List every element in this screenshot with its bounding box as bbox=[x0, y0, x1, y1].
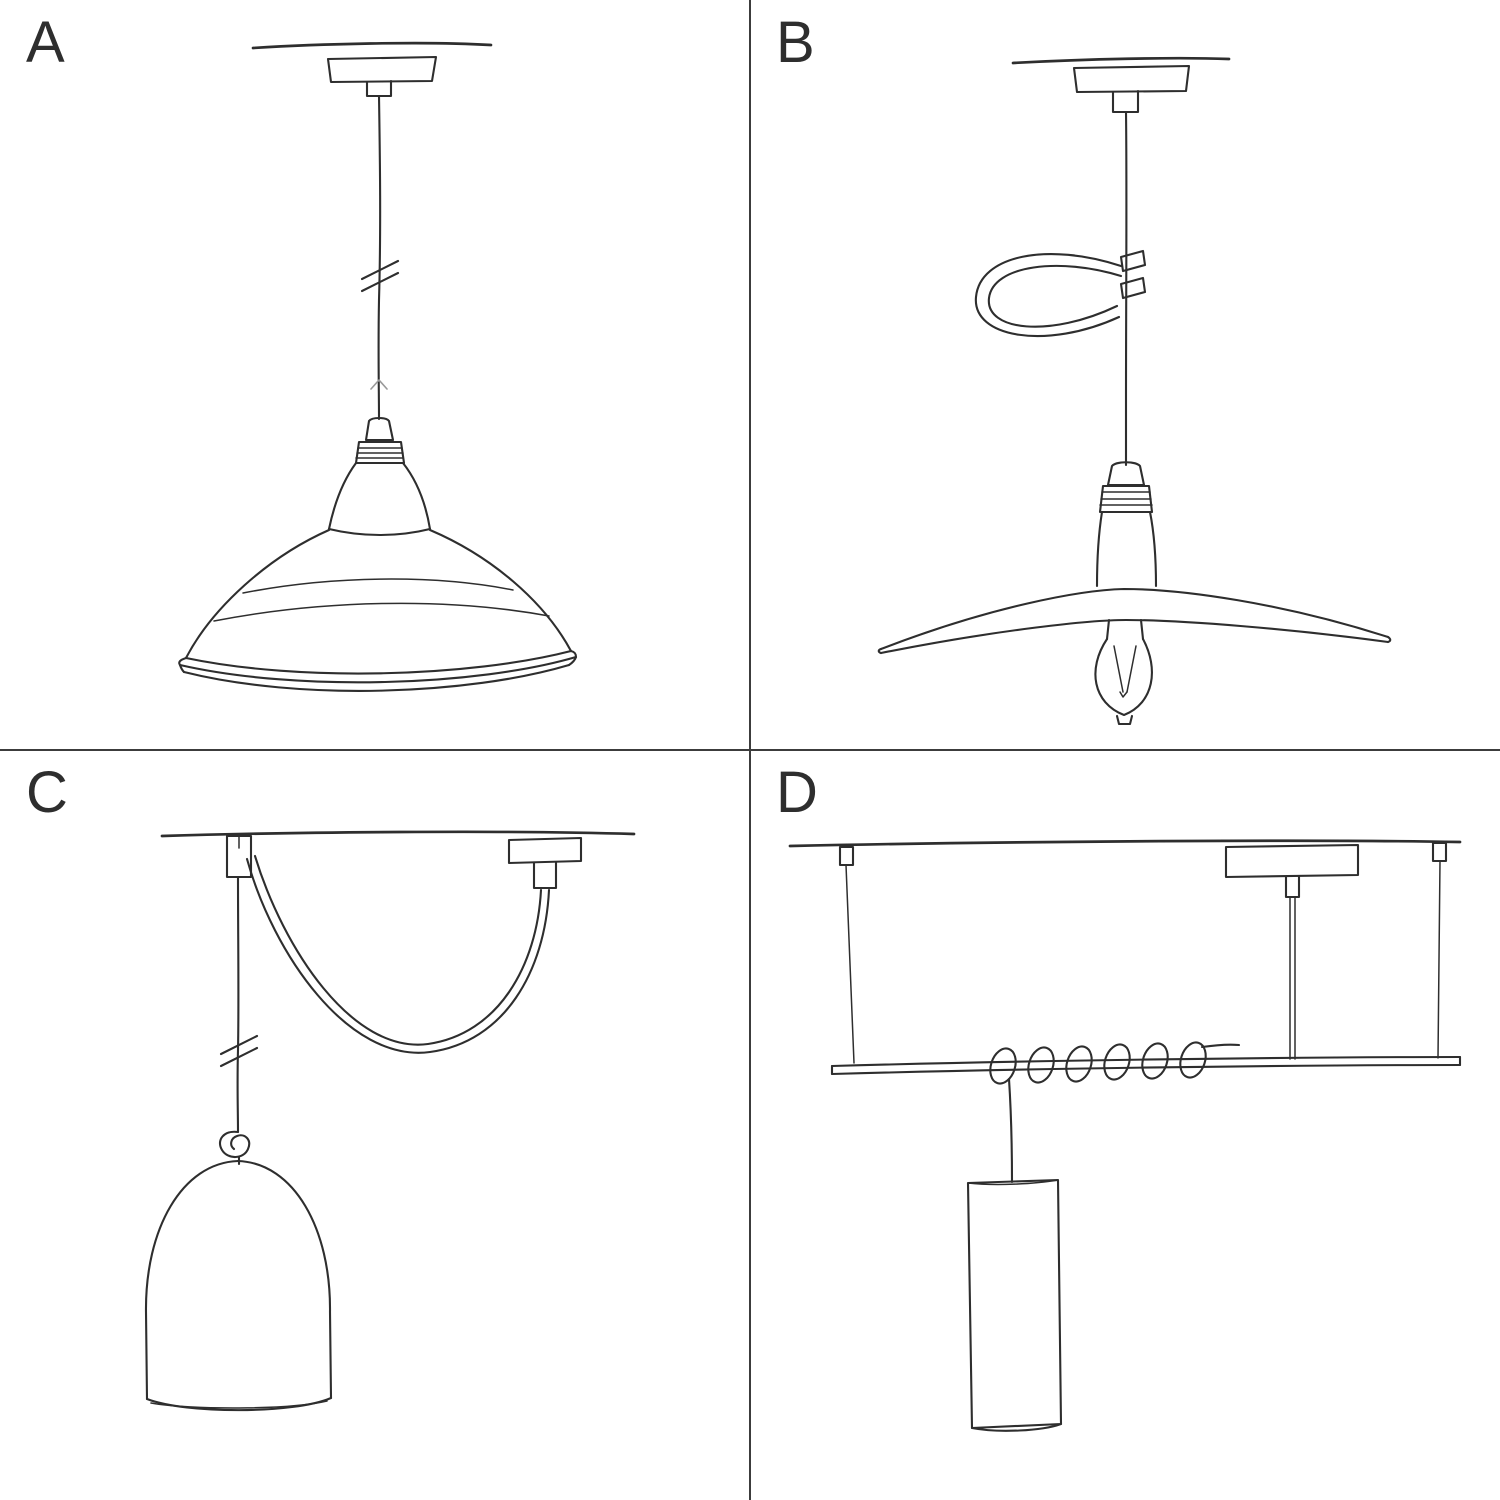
ceiling-rose bbox=[507, 836, 583, 890]
flat-plate-shade bbox=[877, 587, 1392, 655]
ceiling-line bbox=[160, 830, 636, 838]
sketch-suspension-bar-tube-shade bbox=[788, 839, 1462, 1432]
ceiling-rose bbox=[326, 55, 438, 98]
bistro-shade bbox=[178, 528, 578, 692]
sketch-pendant-flat-shade-bulb bbox=[877, 56, 1392, 726]
lamp-holder bbox=[327, 416, 432, 537]
panel-c: C bbox=[0, 750, 750, 1500]
ceiling-hook bbox=[225, 834, 253, 879]
swag-cord bbox=[245, 854, 551, 1054]
panel-label-d: D bbox=[776, 760, 819, 825]
panel-label-b: B bbox=[776, 10, 816, 75]
light-bulb bbox=[1094, 618, 1153, 726]
drop-cord bbox=[1007, 1077, 1014, 1184]
cord-loop-and-clips bbox=[974, 249, 1147, 338]
ceiling-line bbox=[251, 41, 493, 50]
horizontal-bar bbox=[830, 1055, 1462, 1076]
ceiling-rose bbox=[1072, 64, 1191, 114]
pendant-cord bbox=[360, 94, 400, 421]
center-rod bbox=[1289, 896, 1296, 1060]
drop-cord bbox=[219, 875, 259, 1134]
ceiling-line bbox=[788, 839, 1462, 848]
panel-b: B bbox=[750, 0, 1500, 750]
sketch-swag-pendant-bell-shade bbox=[144, 830, 636, 1412]
horizontal-divider bbox=[0, 749, 1500, 751]
panel-a: A bbox=[0, 0, 750, 750]
lamp-holder bbox=[1095, 461, 1158, 588]
bell-shade bbox=[144, 1159, 333, 1412]
tube-shade bbox=[966, 1178, 1063, 1432]
panel-label-c: C bbox=[26, 760, 69, 825]
panel-label-a: A bbox=[26, 10, 66, 75]
panel-d: D bbox=[750, 750, 1500, 1500]
suspension-cables bbox=[838, 841, 1448, 1064]
wrapped-cord-coils bbox=[989, 1041, 1241, 1085]
ceiling-line bbox=[1011, 56, 1231, 65]
cord-knot bbox=[218, 1130, 251, 1166]
sketch-pendant-bistro-shade bbox=[178, 41, 578, 692]
ceiling-rose bbox=[1224, 843, 1360, 899]
